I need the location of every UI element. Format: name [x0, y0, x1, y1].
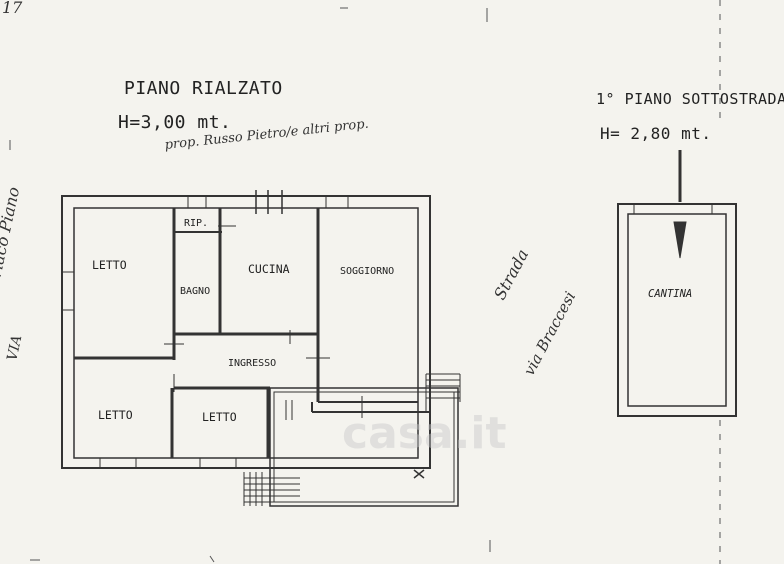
watermark: casa.it — [342, 408, 507, 459]
left-plan-walls — [61, 190, 431, 469]
right-plan-height: H= 2,80 mt. — [600, 124, 712, 143]
room-ripostiglio: RIP. — [184, 218, 209, 229]
page-number: 17 — [2, 0, 23, 17]
room-soggiorno: SOGGIORNO — [340, 266, 395, 277]
right-plan-title: 1° PIANO SOTTOSTRADA — [596, 90, 784, 108]
terrace — [243, 373, 461, 507]
left-plan-title: PIANO RIALZATO — [124, 78, 283, 99]
left-plan-height: H=3,00 mt. — [118, 112, 232, 133]
room-cucina: CUCINA — [248, 262, 290, 276]
room-letto-3: LETTO — [202, 410, 237, 424]
scan-marks — [9, 0, 721, 564]
room-cantina: CANTINA — [648, 288, 693, 300]
room-letto-1: LETTO — [92, 258, 127, 272]
right-plan-walls — [617, 150, 737, 417]
room-letto-2: LETTO — [98, 408, 133, 422]
room-ingresso: INGRESSO — [228, 358, 277, 369]
room-bagno: BAGNO — [180, 286, 211, 297]
